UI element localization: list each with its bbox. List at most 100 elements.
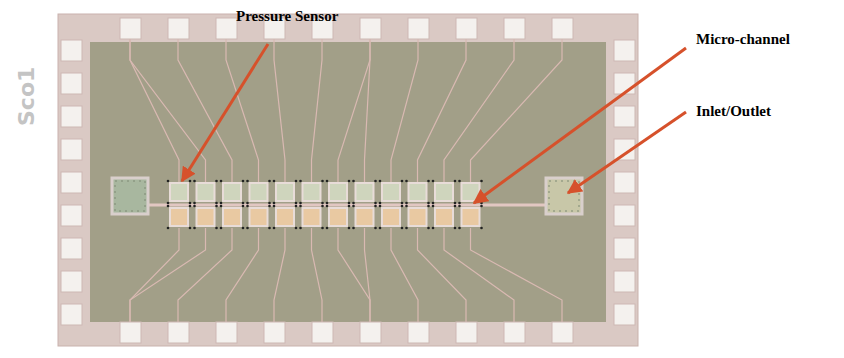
sensor-membrane xyxy=(303,208,321,226)
etch-dot xyxy=(458,205,461,208)
sensor-membrane xyxy=(356,208,374,226)
outlet-dots xyxy=(549,181,579,211)
pressure-sensor xyxy=(167,180,192,205)
metal-trace xyxy=(444,228,514,322)
etch-dot xyxy=(215,205,218,208)
pressure-sensor xyxy=(352,205,377,230)
bond-pad xyxy=(61,73,82,94)
etch-dot xyxy=(220,205,223,208)
etch-dot xyxy=(480,180,483,183)
sensor-membrane xyxy=(382,183,400,201)
sensor-membrane xyxy=(170,208,188,226)
part-label: Micro-channel xyxy=(696,32,790,47)
etch-dot xyxy=(427,202,430,205)
bond-pad xyxy=(61,40,82,61)
etch-dot xyxy=(295,180,298,183)
bond-pad xyxy=(614,40,635,61)
etch-dot xyxy=(352,180,355,183)
bond-pad xyxy=(61,205,82,226)
metal-trace xyxy=(274,228,285,322)
pressure-sensor xyxy=(458,205,483,230)
etch-dot xyxy=(405,202,408,205)
etch-dot xyxy=(458,227,461,230)
etch-dot xyxy=(326,205,329,208)
metal-trace xyxy=(391,228,418,322)
bond-pad xyxy=(216,322,237,343)
sensor-membrane xyxy=(250,208,268,226)
bond-pad xyxy=(61,304,82,325)
sensor-membrane xyxy=(276,183,294,201)
etch-dot xyxy=(189,180,192,183)
etch-dot xyxy=(348,205,351,208)
bond-pad xyxy=(61,172,82,193)
etch-dot xyxy=(321,205,324,208)
etch-dot xyxy=(379,227,382,230)
etch-dot xyxy=(454,180,457,183)
etch-dot xyxy=(273,205,276,208)
pressure-sensor xyxy=(167,205,192,230)
pressure-sensor xyxy=(246,205,271,230)
etch-dot xyxy=(246,202,249,205)
etch-dot xyxy=(379,180,382,183)
etch-dot xyxy=(352,205,355,208)
sensor-membrane xyxy=(250,183,268,201)
bond-pad xyxy=(614,238,635,259)
metal-trace xyxy=(130,228,206,322)
etch-dot xyxy=(268,227,271,230)
bond-pad xyxy=(360,18,381,39)
metal-trace xyxy=(312,228,323,322)
bond-pad xyxy=(61,106,82,127)
bond-pad xyxy=(614,73,635,94)
leader-arrow xyxy=(474,48,686,203)
metal-trace xyxy=(130,39,179,183)
metal-trace xyxy=(471,228,563,322)
etch-dot xyxy=(432,205,435,208)
sensor-membrane xyxy=(197,183,215,201)
metal-trace xyxy=(365,39,371,183)
etch-dot xyxy=(193,227,196,230)
etch-dot xyxy=(242,227,245,230)
sensor-membrane xyxy=(329,183,347,201)
pressure-sensor xyxy=(405,205,430,230)
metal-trace xyxy=(178,39,232,183)
sensor-membrane xyxy=(409,183,427,201)
chip-core xyxy=(90,42,606,322)
metal-trace xyxy=(444,39,514,183)
etch-dot xyxy=(242,202,245,205)
etch-dot xyxy=(246,227,249,230)
leader-arrow xyxy=(182,44,268,181)
bond-pad xyxy=(552,322,573,343)
etch-dot xyxy=(458,180,461,183)
etch-dot xyxy=(374,202,377,205)
chip-die xyxy=(58,14,638,346)
etch-dot xyxy=(379,202,382,205)
sensor-membrane xyxy=(462,183,480,201)
bond-pad xyxy=(552,18,573,39)
sensor-membrane xyxy=(223,183,241,201)
etch-dot xyxy=(295,202,298,205)
metal-trace xyxy=(312,39,323,183)
etch-dot xyxy=(299,205,302,208)
etch-dot xyxy=(299,202,302,205)
sensor-membrane xyxy=(276,208,294,226)
bond-pad xyxy=(614,304,635,325)
etch-dot xyxy=(295,205,298,208)
pressure-sensor xyxy=(432,180,457,205)
etch-dot xyxy=(167,205,170,208)
bond-pad xyxy=(456,322,477,343)
etch-dot xyxy=(215,180,218,183)
etch-dot xyxy=(326,180,329,183)
etch-dot xyxy=(268,205,271,208)
metal-trace xyxy=(338,228,370,322)
etch-dot xyxy=(273,227,276,230)
etch-dot xyxy=(193,205,196,208)
etch-dot xyxy=(326,227,329,230)
pressure-sensor xyxy=(220,180,245,205)
pressure-sensor xyxy=(326,180,351,205)
pressure-sensor xyxy=(299,180,324,205)
pressure-sensor xyxy=(379,180,404,205)
bond-pad xyxy=(614,106,635,127)
bond-pad xyxy=(408,18,429,39)
